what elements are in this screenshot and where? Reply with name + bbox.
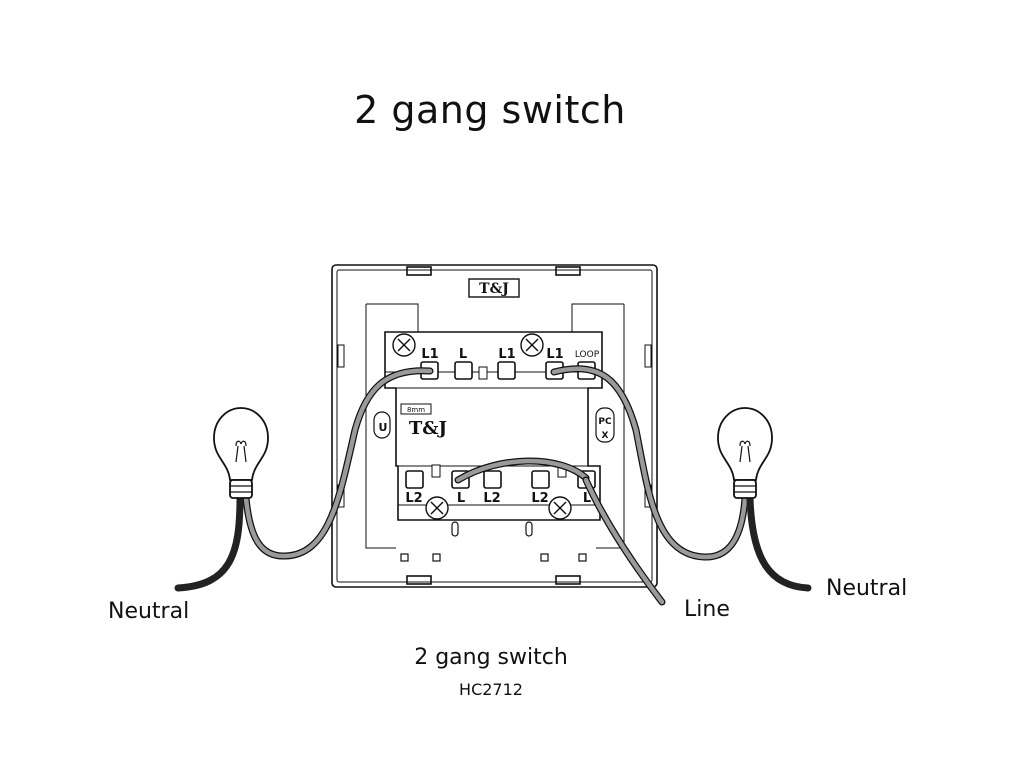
bottom-slots [400, 521, 587, 562]
bulb-left-icon [213, 407, 269, 499]
caption-name: 2 gang switch [414, 645, 568, 670]
screw-bottom-right [548, 496, 572, 520]
pc-mark: PC [598, 417, 612, 427]
wire-neutral-right [746, 494, 812, 592]
body-markings: T&J 8mm U PC X [373, 403, 615, 443]
neutral-right-label: Neutral [826, 576, 908, 601]
wire-right-switched [550, 365, 749, 561]
x-mark: X [602, 431, 609, 441]
diagram-title: 2 gang switch [354, 88, 626, 132]
wire-left-switched [242, 367, 434, 560]
strip-length-tag: 8mm [407, 406, 425, 414]
wire-line [582, 476, 666, 606]
neutral-left-label: Neutral [108, 599, 190, 624]
wire-loop [454, 457, 590, 484]
loop-label: LOOP [575, 350, 600, 360]
terminal-label-bottom-4: L2 [531, 491, 548, 506]
wire-neutral-left [174, 494, 244, 592]
body-brand-text: T&J [409, 418, 447, 439]
terminal-label-top-4: L1 [546, 347, 563, 362]
terminal-label-top-1: L1 [421, 347, 438, 362]
line-label: Line [684, 597, 730, 622]
switch-frame [331, 264, 658, 588]
brand-plate-text: T&J [479, 281, 509, 297]
bulb-right-icon [717, 407, 773, 499]
screw-top-middle [520, 333, 544, 357]
screw-top-left [392, 333, 416, 357]
terminal-label-bottom-3: L2 [483, 491, 500, 506]
u-mark: U [379, 421, 388, 434]
caption-model: HC2712 [459, 680, 523, 699]
terminal-label-bottom-1: L2 [405, 491, 422, 506]
bottom-terminal-labels: L2 L L2 L2 L [405, 491, 591, 506]
brand-plate: T&J [468, 278, 520, 298]
terminal-label-top-2: L [459, 347, 467, 362]
terminal-label-top-3: L1 [498, 347, 515, 362]
top-terminal-labels: L1 L L1 L1 LOOP [421, 347, 599, 362]
terminal-label-bottom-5: L [583, 491, 591, 506]
terminal-label-bottom-2: L [457, 491, 465, 506]
screw-bottom-left [425, 496, 449, 520]
